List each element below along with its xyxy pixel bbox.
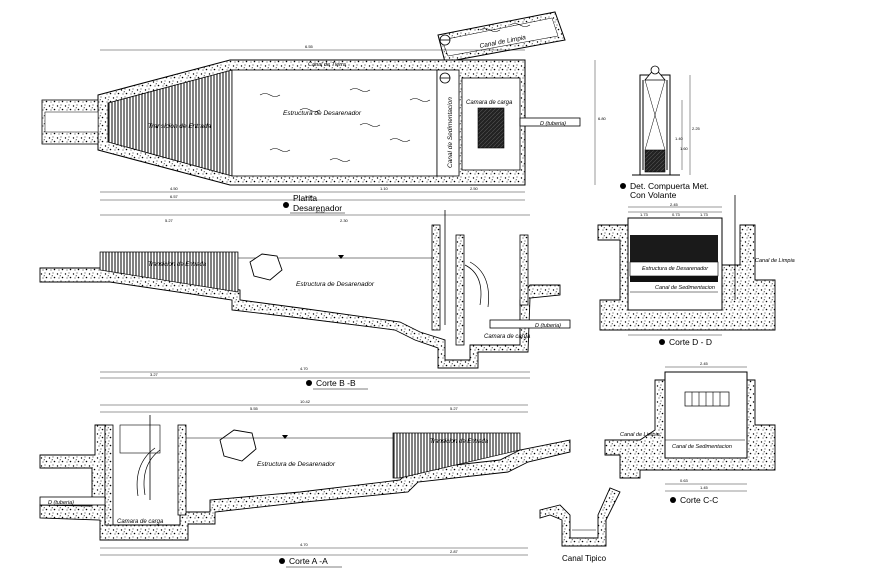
- plan-dim-f: 6.57: [170, 194, 179, 199]
- plan-subtitle: Desarenador: [293, 203, 342, 213]
- bb-outlet-label: D (tuberia): [535, 323, 561, 329]
- dd-title: Corte D - D: [669, 337, 712, 347]
- aa-title: Corte A -A: [289, 556, 328, 566]
- dd-dim-b: 1.73: [640, 212, 649, 217]
- dd-structure-label: Estructura de Desarenador: [642, 266, 709, 272]
- bb-camara-label: Camara de carga: [484, 334, 531, 340]
- bb-structure-label: Estructura de Desarenador: [296, 281, 375, 288]
- bb-dim-total: 10.42: [315, 209, 326, 214]
- bb-dim-a: 5.27: [165, 218, 174, 223]
- bb-dim-c: 4.70: [300, 366, 309, 371]
- gate-dim-c: 1.60: [680, 146, 689, 151]
- section-cc-view: 2.45 0.63 1.45 Canal de Limpia Canal de …: [604, 361, 776, 505]
- gate-dim-b: 1.40: [675, 136, 684, 141]
- dd-dark-band: [630, 235, 718, 263]
- gate-dim-a: 2.25: [692, 126, 701, 131]
- dd-dim-a: 2.45: [670, 202, 679, 207]
- dd-dim-c: 0.73: [672, 212, 681, 217]
- gate-detail-view: 2.25 1.40 1.60 Det. Compuerta Met. Con V…: [620, 65, 709, 200]
- cc-outer: [604, 379, 776, 479]
- plan-dim-a: 4.50: [170, 186, 179, 191]
- dd-dim-d: 1.73: [700, 212, 709, 217]
- aa-structure-label: Estructura de Desarenador: [257, 461, 336, 468]
- plan-dim-b: 1.10: [380, 186, 389, 191]
- plan-dim-e: 6.80: [598, 116, 607, 121]
- bb-transition-label: Transicion de Entrada: [148, 262, 207, 268]
- bb-title: Corte B -B: [316, 378, 356, 388]
- plan-view: Transicion de Entrada Estructura de Desa…: [41, 11, 607, 214]
- aa-dim-c: 4.70: [300, 542, 309, 547]
- aa-floor-profile: [39, 424, 571, 541]
- plan-dim-c: 2.50: [470, 186, 479, 191]
- section-aa-view: 10.42 5.55 5.27 4.70 2.87 Estructura de …: [39, 399, 571, 568]
- aa-dim-total: 10.42: [300, 399, 311, 404]
- dd-canal-sed-label: Canal de Sedimentacion: [655, 285, 715, 291]
- aa-dim-a: 5.55: [250, 406, 259, 411]
- aa-camara-label: Camara de carga: [117, 519, 164, 525]
- cc-dim-b: 0.63: [680, 478, 689, 483]
- plan-desarenador-basin: [231, 69, 438, 177]
- typical-canal-view: Canal Tipico: [539, 487, 621, 563]
- bb-dim-b: 2.30: [340, 218, 349, 223]
- aa-transition-label: Transicion de Entrada: [430, 439, 489, 445]
- plan-structure-label: Estructura de Desarenador: [283, 110, 362, 117]
- aa-dim-d: 2.87: [450, 549, 459, 554]
- aa-transition: [392, 432, 521, 479]
- plan-canal-top-label: Canal de Tierra: [308, 62, 346, 68]
- gate-title: Det. Compuerta Met.: [630, 181, 709, 191]
- dd-canal-limpia-label: Canal de Limpia: [755, 258, 795, 264]
- plan-dim-top: 6.55: [305, 44, 314, 49]
- aa-outlet-label: D (tuberia): [48, 500, 74, 506]
- cc-title: Corte C-C: [680, 495, 718, 505]
- bb-dim-d: 3.27: [150, 372, 159, 377]
- bb-floor-profile: [39, 267, 561, 369]
- plan-outlet-label: D (tuberia): [540, 121, 566, 127]
- section-bb-view: 10.42 5.27 2.30 4.70 3.27 Transicion de …: [39, 209, 571, 390]
- cc-canal-limpia-label: Canal de Limpia: [620, 432, 660, 438]
- cc-canal-sed-label: Canal de Sedimentacion: [672, 444, 732, 450]
- gate-subtitle: Con Volante: [630, 190, 677, 200]
- bb-transition: [99, 251, 239, 293]
- plan-canal-sed-label: Canal de Sedimentacion: [447, 97, 454, 168]
- plan-outlet-pipe: [519, 117, 581, 127]
- plan-title: Planta: [293, 193, 317, 203]
- plan-canal-sedimentacion: [436, 69, 460, 177]
- cc-dim-a: 2.45: [700, 361, 709, 366]
- plan-dim-d: 5.35: [305, 194, 314, 199]
- typical-canal-title: Canal Tipico: [562, 554, 607, 563]
- plan-transition-label: Transicion de Entrada: [148, 123, 211, 130]
- aa-dim-b: 5.27: [450, 406, 459, 411]
- plan-camara-label: Camara de carga: [466, 100, 513, 106]
- cc-dim-c: 1.45: [700, 485, 709, 490]
- section-dd-view: 2.45 1.73 0.73 1.73 Estructura de Desare…: [597, 195, 795, 347]
